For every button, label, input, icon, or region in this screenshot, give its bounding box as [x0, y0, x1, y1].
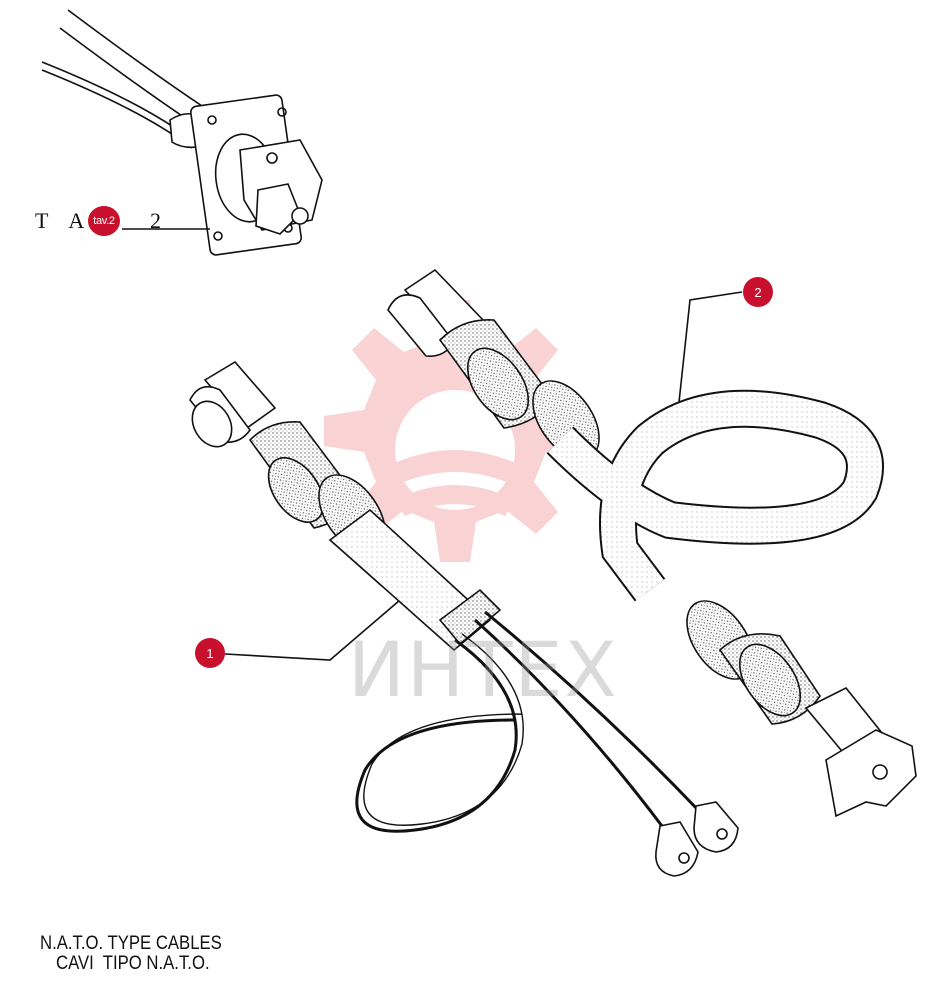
caption-english: N.A.T.O. TYPE CABLES [40, 933, 222, 954]
nato-cable-2-drawing [387, 268, 917, 818]
caption-italian: CAVI TIPO N.A.T.O. [56, 953, 210, 974]
reference-label-prefix: T A [35, 208, 93, 233]
reference-badge[interactable]: tav.2 [88, 206, 120, 236]
callout-marker-1[interactable]: 1 [195, 638, 225, 668]
watermark-text: ИНТЕХ [348, 625, 619, 714]
reference-connector-drawing [41, 9, 323, 256]
nato-cable-1-drawing [189, 360, 739, 877]
reference-label-suffix: 2 [150, 208, 169, 233]
callout-marker-2[interactable]: 2 [743, 277, 773, 307]
